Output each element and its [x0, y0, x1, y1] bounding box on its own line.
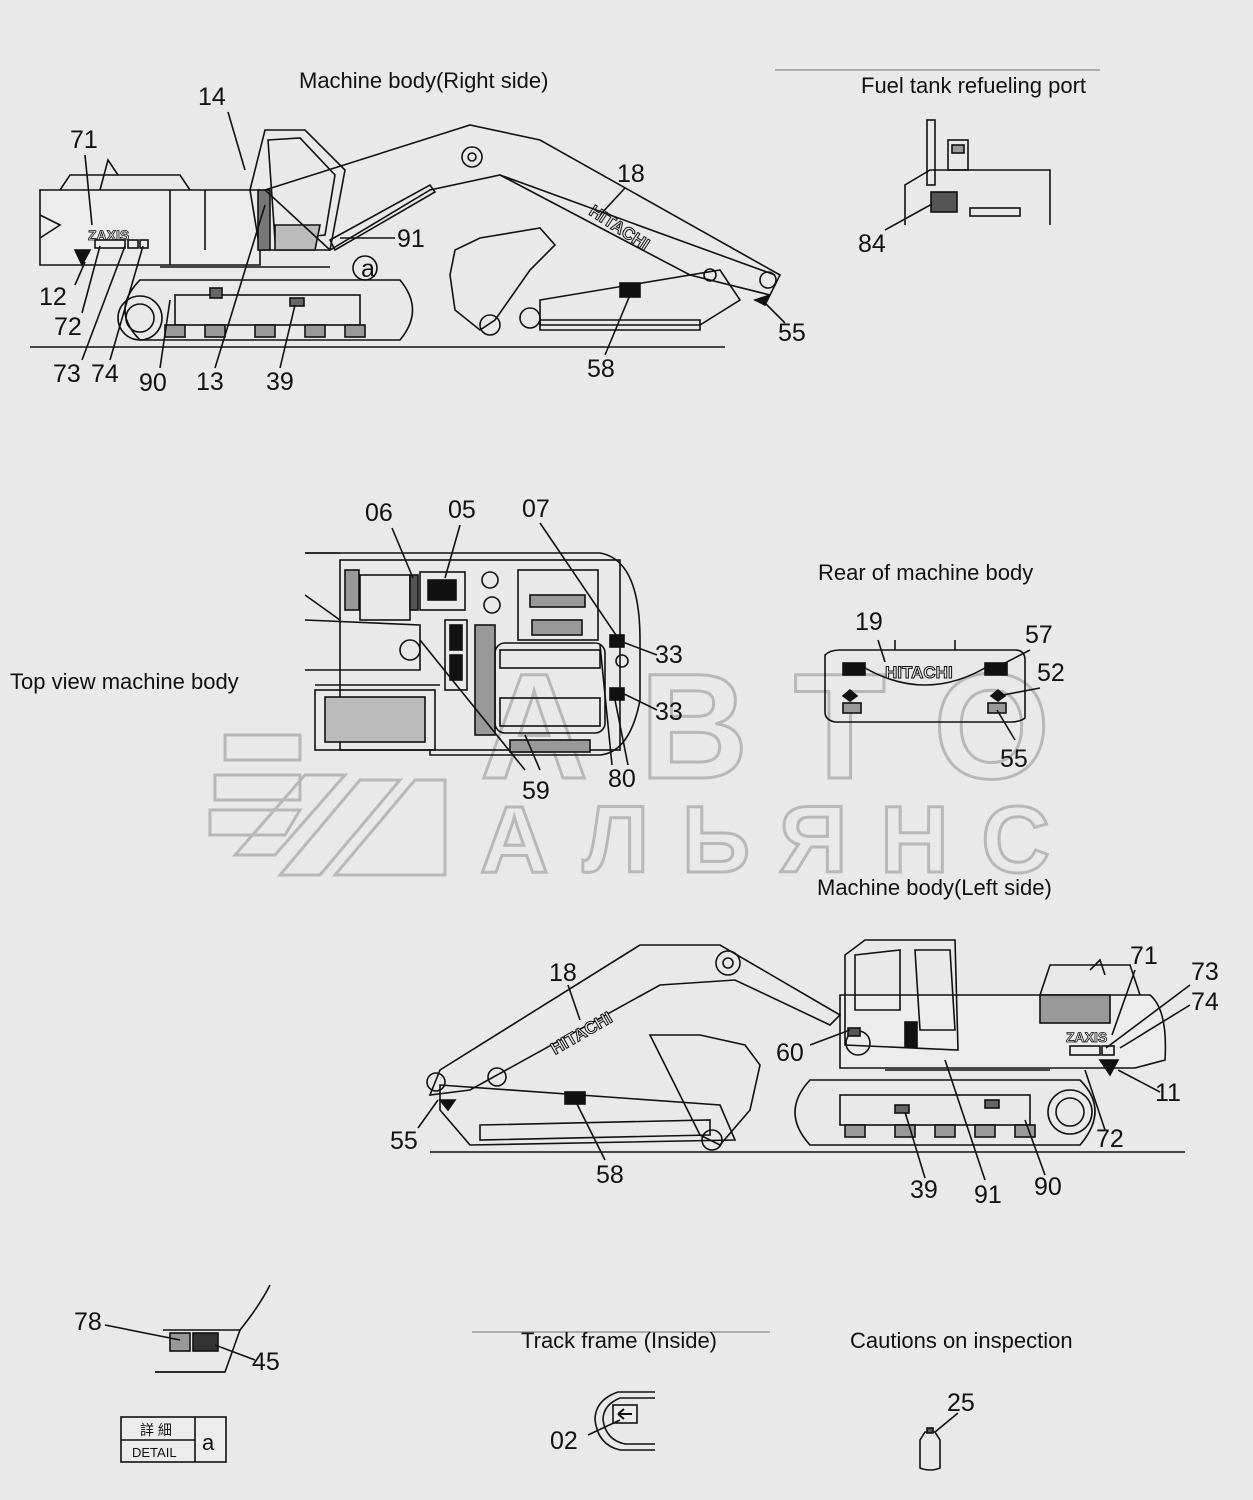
callout-left-58: 58 — [596, 1161, 624, 1189]
callout-right-18: 18 — [617, 160, 645, 188]
title-track-frame: Track frame (Inside) — [521, 1328, 718, 1353]
callout-right-58: 58 — [587, 355, 615, 383]
callout-left-11: 11 — [1155, 1079, 1181, 1107]
callout-top-33a: 33 — [655, 641, 683, 669]
callout-left-71: 71 — [1130, 942, 1158, 970]
detail-letter: a — [202, 1430, 215, 1455]
left-hitachi-decal: HITACHI — [548, 1008, 616, 1058]
callout-left-55: 55 — [390, 1127, 418, 1155]
callout-rear-52: 52 — [1037, 659, 1065, 687]
detail-a-drawing: 詳 細 DETAIL a — [104, 1284, 271, 1463]
callout-rear-57: 57 — [1025, 621, 1053, 649]
callout-right-74: 74 — [91, 360, 119, 388]
title-right-side: Machine body(Right side) — [299, 68, 549, 93]
fuel-port-drawing — [775, 69, 1100, 231]
title-top-view: Top view machine body — [10, 669, 239, 694]
callout-right-12: 12 — [39, 283, 67, 311]
callout-right-91: 91 — [397, 225, 425, 253]
callout-top-05: 05 — [448, 496, 476, 524]
right-side-drawing: HITACHI — [30, 111, 786, 369]
callout-left-90: 90 — [1034, 1173, 1062, 1201]
callout-top-06: 06 — [365, 499, 393, 527]
callout-top-80: 80 — [608, 765, 636, 793]
title-left-side: Machine body(Left side) — [817, 875, 1052, 900]
left-zaxis-decal: ZAXIS — [1066, 1029, 1107, 1045]
top-view-drawing — [304, 522, 658, 771]
callout-top-07: 07 — [522, 495, 550, 523]
right-zaxis-decal: ZAXIS — [88, 227, 129, 243]
cautions-drawing — [919, 1412, 959, 1471]
rear-drawing: HITACHI — [824, 639, 1041, 741]
callout-left-73: 73 — [1191, 958, 1219, 986]
title-fuel-port: Fuel tank refueling port — [861, 73, 1087, 98]
track-frame-drawing — [472, 1331, 770, 1451]
callout-left-60: 60 — [776, 1039, 804, 1067]
callout-detail-45: 45 — [252, 1348, 280, 1376]
callout-right-39: 39 — [266, 368, 294, 396]
title-cautions: Cautions on inspection — [850, 1328, 1073, 1353]
detail-en: DETAIL — [132, 1445, 177, 1460]
title-rear: Rear of machine body — [818, 560, 1034, 585]
rear-hitachi-decal: HITACHI — [885, 663, 953, 682]
callout-left-18: 18 — [549, 959, 577, 987]
callout-left-72: 72 — [1096, 1125, 1124, 1153]
callout-detail-78: 78 — [74, 1308, 102, 1336]
callout-right-13: 13 — [196, 368, 224, 396]
callout-rear-19: 19 — [855, 608, 883, 636]
callout-top-33b: 33 — [655, 698, 683, 726]
callout-right-90: 90 — [139, 369, 167, 397]
callout-right-72: 72 — [54, 313, 82, 341]
callout-caution-25: 25 — [947, 1389, 975, 1417]
callout-left-74: 74 — [1191, 988, 1219, 1016]
left-side-drawing: ZAXIS HITACHI — [417, 939, 1191, 1181]
callout-left-39: 39 — [910, 1176, 938, 1204]
watermark-logo-icon — [208, 733, 447, 877]
callout-right-71: 71 — [70, 126, 98, 154]
callout-fuel-84: 84 — [858, 230, 886, 258]
callout-track-02: 02 — [550, 1427, 578, 1455]
callout-right-a: a — [361, 255, 375, 283]
callout-right-14: 14 — [198, 83, 226, 111]
callout-rear-55: 55 — [1000, 745, 1028, 773]
callout-top-59: 59 — [522, 777, 550, 805]
callout-right-55: 55 — [778, 319, 806, 347]
callout-right-73: 73 — [53, 360, 81, 388]
detail-kanji: 詳 細 — [140, 1422, 172, 1438]
callout-left-91: 91 — [974, 1181, 1002, 1209]
